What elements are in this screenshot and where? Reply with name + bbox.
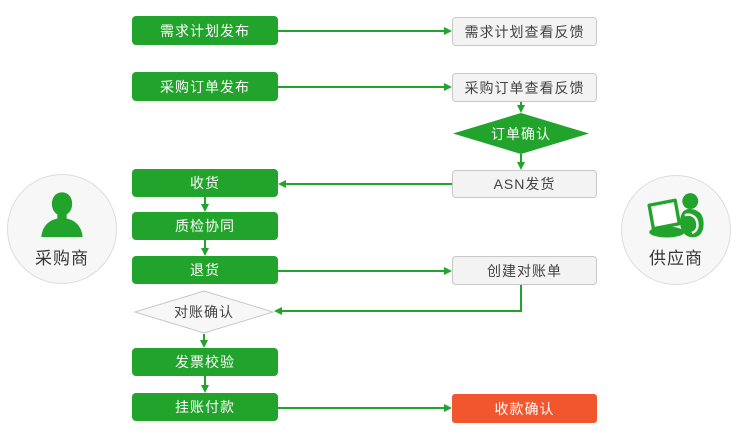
actor-buyer-label: 采购商 <box>35 248 89 268</box>
node-po-feedback: 采购订单查看反馈 <box>452 73 597 102</box>
node-statement-confirm: 对账确认 <box>134 290 274 334</box>
diamond-shape <box>453 113 589 154</box>
node-demand-plan-publish: 需求计划发布 <box>132 16 278 45</box>
node-receive: 收货 <box>132 169 278 197</box>
node-quality-check: 质检协同 <box>132 212 278 240</box>
node-receipt-confirm: 收款确认 <box>452 394 597 423</box>
node-order-confirm-label: 订单确认 <box>491 125 551 142</box>
node-create-statement: 创建对账单 <box>452 256 597 285</box>
node-demand-plan-feedback: 需求计划查看反馈 <box>452 17 597 46</box>
node-returns: 退货 <box>132 256 278 284</box>
diamond-shape <box>134 290 274 334</box>
node-payment: 挂账付款 <box>132 393 278 421</box>
node-statement-confirm-label: 对账确认 <box>174 304 234 320</box>
node-order-confirm: 订单确认 <box>453 113 589 154</box>
person-icon <box>41 191 83 237</box>
actor-supplier-label: 供应商 <box>649 248 703 268</box>
node-asn-ship: ASN发货 <box>452 170 597 198</box>
node-invoice-verify: 发票校验 <box>132 348 278 376</box>
actor-buyer: 采购商 <box>7 174 117 284</box>
node-po-publish: 采购订单发布 <box>132 72 278 101</box>
actor-supplier: 供应商 <box>621 175 731 285</box>
edge-create-statement-to-statement-confirm <box>274 285 522 315</box>
person-laptop-icon <box>647 192 704 238</box>
